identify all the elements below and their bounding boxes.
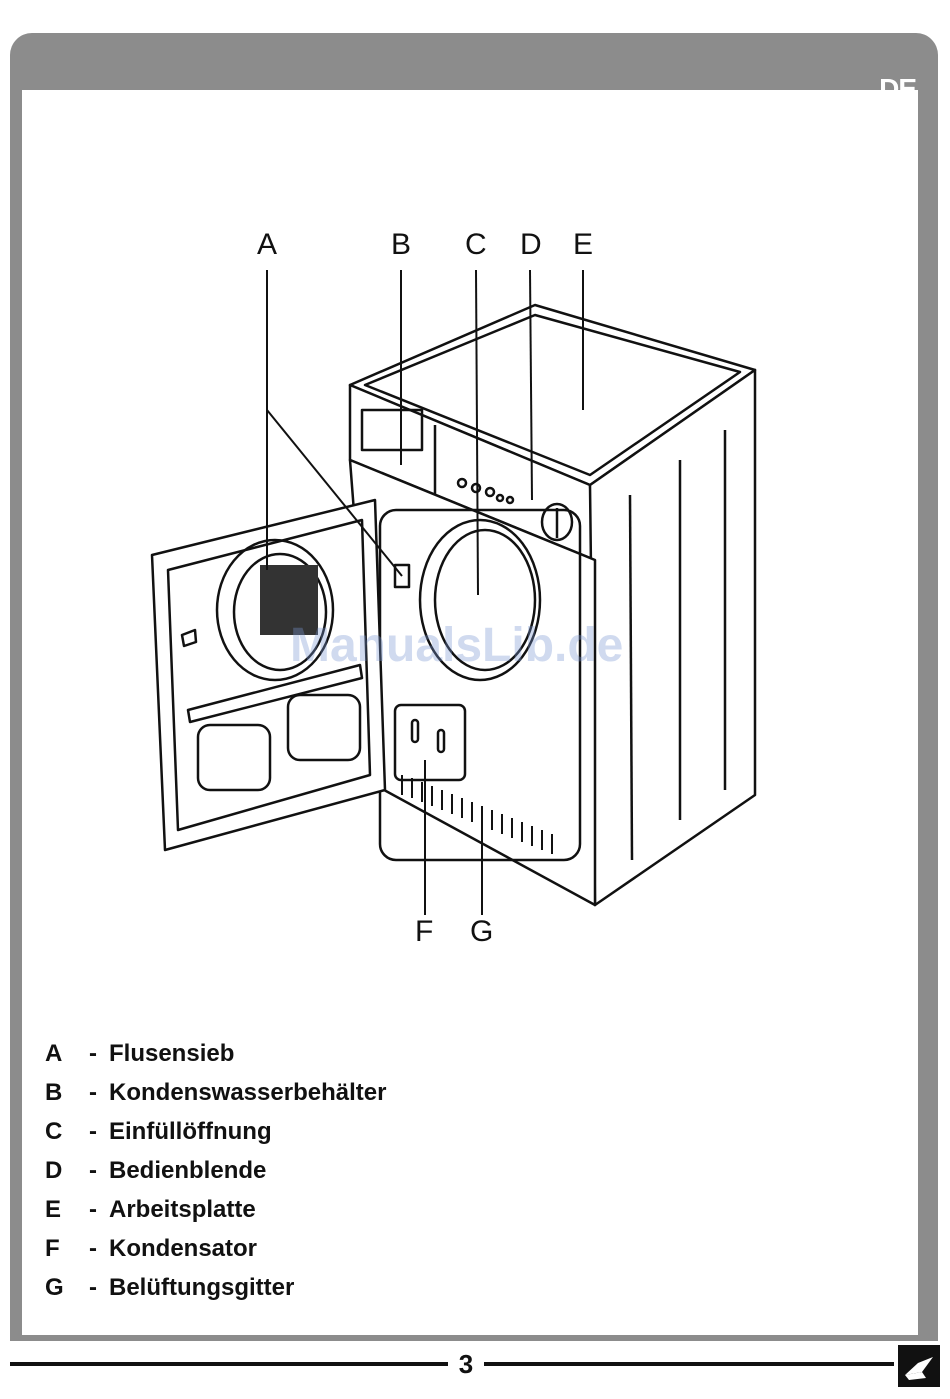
legend-label: Flusensieb <box>109 1040 234 1068</box>
page-number: 3 <box>455 1349 477 1380</box>
footer-rule-right <box>484 1362 894 1366</box>
legend-label: Einfüllöffnung <box>109 1118 272 1146</box>
parts-legend: A - Flusensieb B - Kondenswasserbehälter… <box>45 1040 386 1313</box>
callout-g: G <box>470 915 493 949</box>
callout-f: F <box>415 915 433 949</box>
book-icon <box>898 1345 940 1387</box>
legend-letter: B <box>45 1079 89 1107</box>
legend-label: Belüftungsgitter <box>109 1274 294 1302</box>
dryer-illustration <box>140 220 780 960</box>
legend-item: A - Flusensieb <box>45 1040 386 1079</box>
callout-c: C <box>465 228 487 262</box>
legend-dash: - <box>89 1079 109 1107</box>
legend-item: F - Kondensator <box>45 1235 386 1274</box>
dryer-diagram: A B C D E F G <box>140 220 780 960</box>
callout-b: B <box>391 228 411 262</box>
legend-label: Arbeitsplatte <box>109 1196 256 1224</box>
legend-item: D - Bedienblende <box>45 1157 386 1196</box>
legend-letter: A <box>45 1040 89 1068</box>
legend-label: Kondensator <box>109 1235 257 1263</box>
legend-item: B - Kondenswasserbehälter <box>45 1079 386 1118</box>
legend-dash: - <box>89 1235 109 1263</box>
callout-d: D <box>520 228 542 262</box>
watermark: ManualsLib.de <box>290 618 623 673</box>
legend-dash: - <box>89 1040 109 1068</box>
legend-dash: - <box>89 1196 109 1224</box>
legend-label: Bedienblende <box>109 1157 266 1185</box>
legend-letter: E <box>45 1196 89 1224</box>
callout-a: A <box>257 228 277 262</box>
legend-label: Kondenswasserbehälter <box>109 1079 386 1107</box>
legend-dash: - <box>89 1118 109 1146</box>
legend-dash: - <box>89 1157 109 1185</box>
footer-rule-left <box>10 1362 448 1366</box>
legend-letter: F <box>45 1235 89 1263</box>
legend-letter: D <box>45 1157 89 1185</box>
legend-item: C - Einfüllöffnung <box>45 1118 386 1157</box>
legend-letter: G <box>45 1274 89 1302</box>
callout-e: E <box>573 228 593 262</box>
legend-item: E - Arbeitsplatte <box>45 1196 386 1235</box>
legend-dash: - <box>89 1274 109 1302</box>
legend-item: G - Belüftungsgitter <box>45 1274 386 1313</box>
legend-letter: C <box>45 1118 89 1146</box>
